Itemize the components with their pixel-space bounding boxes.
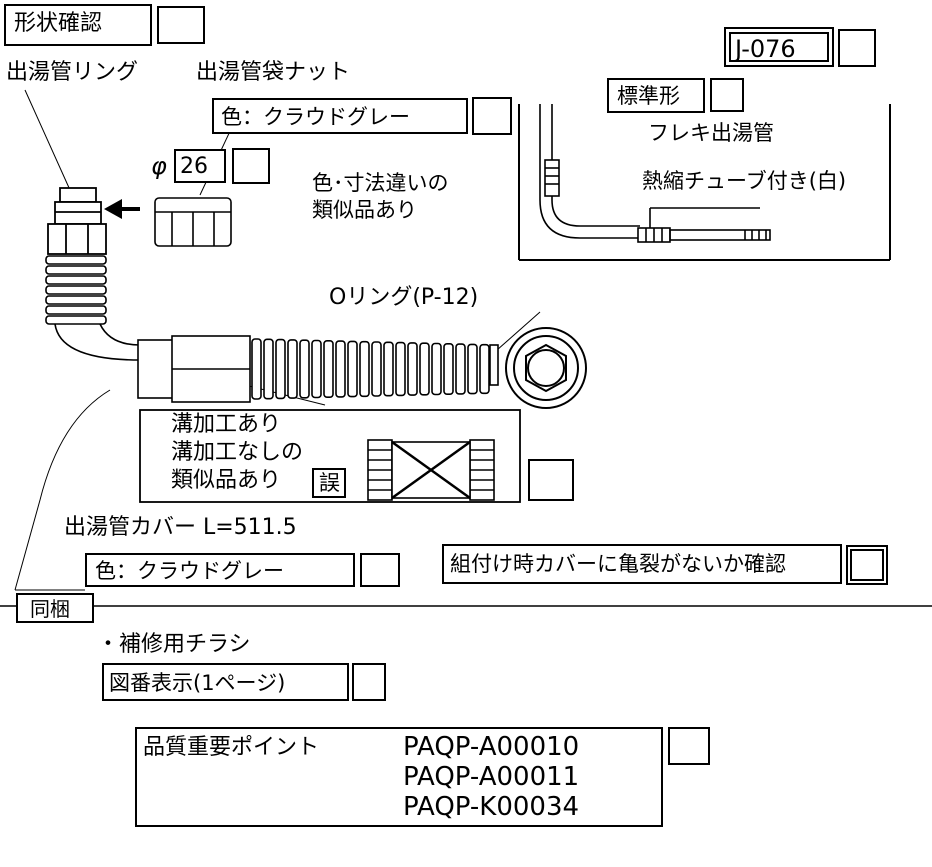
horizontal-bellows-rib (455, 343, 466, 395)
figure-number-label: 図番表示(1ページ) (102, 663, 349, 701)
shape-check-label: 形状確認 (4, 4, 152, 46)
quality-label: 品質重要ポイント (143, 735, 320, 760)
vertical-bellows-rib (45, 265, 107, 275)
horizontal-bellows-rib (479, 343, 490, 395)
horizontal-bellows-rib (431, 342, 442, 396)
nut-illustration (154, 197, 232, 247)
wrong-part-icon (367, 439, 495, 501)
arrow-icon (104, 199, 140, 219)
horizontal-bellows-rib (395, 341, 406, 397)
code-frame: J-076 (724, 27, 834, 67)
color-label-top: 色：クラウドグレー (212, 98, 468, 134)
code-checkbox[interactable] (838, 29, 876, 67)
horizontal-bellows-rib (443, 342, 454, 395)
horizontal-bellows-rib (419, 342, 430, 396)
groove-checkbox[interactable] (528, 459, 574, 501)
color-top-checkbox[interactable] (472, 97, 512, 135)
horizontal-bellows-rib (335, 340, 346, 398)
similar-note-line1: 色･寸法違いの (312, 171, 449, 195)
quality-frame: 品質重要ポイント PAQP-A00010 PAQP-A00011 PAQP-K0… (135, 727, 663, 827)
crack-check-label: 組付け時カバーに亀裂がないか確認 (442, 544, 842, 584)
standard-type-checkbox[interactable] (710, 78, 744, 112)
code-label: J-076 (729, 32, 829, 62)
horizontal-bellows-rib (275, 338, 286, 400)
shrink-tube-label: 熱縮チューブ付き(白) (642, 169, 847, 193)
horizontal-bellows-rib (263, 338, 274, 400)
flex-pipe-drawing (539, 104, 771, 243)
groove-line3: 類似品あり (171, 468, 282, 493)
bundle-title: 同梱 (16, 593, 94, 623)
vertical-bellows (45, 255, 107, 325)
nut-label: 出湯管袋ナット (196, 60, 351, 85)
o-ring-label: Oリング(P-12) (329, 285, 479, 310)
vertical-bellows-rib (45, 275, 107, 285)
standard-type-label: 標準形 (607, 78, 705, 113)
groove-line2: 溝加工なしの (171, 440, 304, 465)
vertical-bellows-rib (45, 315, 107, 325)
horizontal-bellows-rib (407, 342, 418, 396)
groove-line1: 溝加工あり (171, 412, 282, 437)
quality-code-2: PAQP-A00011 (403, 762, 580, 792)
horizontal-bellows-rib (287, 339, 298, 399)
vertical-bellows-rib (45, 295, 107, 305)
quality-code-3: PAQP-K00034 (403, 792, 580, 822)
leaflet-label: ・補修用チラシ (97, 632, 251, 657)
color-bottom-checkbox[interactable] (360, 553, 400, 587)
crack-check-checkbox[interactable] (846, 545, 888, 585)
end-view (505, 327, 587, 409)
ring-nut-assembly (47, 187, 107, 255)
ring-label: 出湯管リング (6, 60, 139, 85)
horizontal-bellows-rib (251, 338, 262, 400)
quality-checkbox[interactable] (668, 727, 710, 765)
horizontal-bellows-rib (371, 341, 382, 397)
figure-number-checkbox[interactable] (352, 663, 386, 701)
horizontal-bellows-rib (347, 340, 358, 398)
vertical-bellows-rib (45, 305, 107, 315)
horizontal-bellows-rib (299, 339, 310, 399)
horizontal-bellows-rib (467, 343, 478, 395)
horizontal-bellows-rib (359, 340, 370, 398)
phi-symbol: φ (151, 152, 167, 180)
flex-pipe-label: フレキ出湯管 (648, 121, 774, 145)
groove-note-frame (139, 409, 521, 503)
phi-checkbox[interactable] (232, 148, 270, 184)
color-label-bottom: 色：クラウドグレー (85, 553, 355, 587)
phi-value: 26 (174, 149, 226, 183)
flex-pipe-inset (518, 104, 891, 261)
wrong-mark: 誤 (312, 468, 346, 498)
horizontal-bellows-rib (383, 341, 394, 397)
shape-check-checkbox[interactable] (157, 6, 205, 44)
vertical-bellows-rib (45, 285, 107, 295)
quality-code-1: PAQP-A00010 (403, 732, 580, 762)
horizontal-bellows (251, 338, 490, 400)
horizontal-bellows-rib (311, 339, 322, 399)
horizontal-bellows-rib (323, 339, 334, 398)
similar-note-line2: 類似品あり (312, 198, 417, 222)
cover-label: 出湯管カバー L=511.5 (64, 515, 297, 540)
cover-body (137, 335, 251, 403)
vertical-bellows-rib (45, 255, 107, 265)
